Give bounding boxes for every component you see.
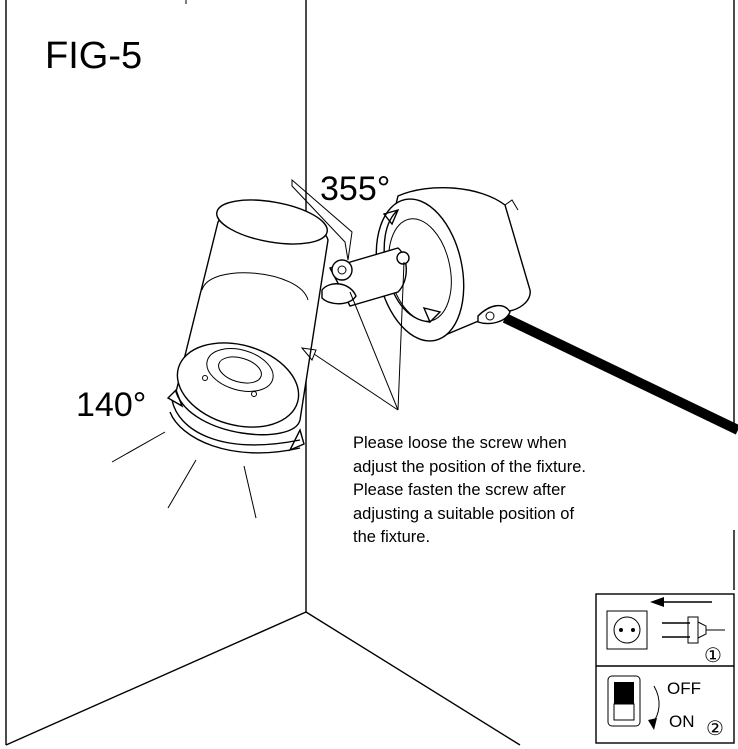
power-legend: ① OFF ON ② xyxy=(595,593,735,744)
switch-icon xyxy=(607,675,660,730)
tilt-arrow xyxy=(166,388,305,454)
screw-pointers xyxy=(300,261,405,411)
instruction-line-4: adjusting a suitable position of xyxy=(353,504,575,523)
instruction-line-1: Please loose the screw when xyxy=(353,434,567,452)
tilt-angle-label: 140° xyxy=(76,386,146,424)
plug-icon xyxy=(662,616,725,644)
power-cable xyxy=(502,313,738,435)
unplug-arrow-icon xyxy=(650,597,712,607)
step2-number: ② xyxy=(706,716,724,740)
instruction-note: Please loose the screw when adjust the p… xyxy=(353,432,653,550)
instruction-line-3: Please fasten the screw after xyxy=(353,481,566,499)
swivel-arm xyxy=(291,178,410,307)
instruction-line-2: adjust the position of the fixture. xyxy=(353,457,586,476)
off-label: OFF xyxy=(667,679,701,698)
light-rays xyxy=(111,431,257,519)
lamp-body xyxy=(175,199,329,436)
rotation-angle-label: 355° xyxy=(320,170,390,208)
on-label: ON xyxy=(669,712,695,731)
step1-number: ① xyxy=(704,643,722,667)
mounting-box xyxy=(375,187,531,342)
wall-corner xyxy=(5,0,735,746)
figure-title: FIG-5 xyxy=(45,35,142,77)
instruction-line-5: the fixture. xyxy=(353,528,431,546)
